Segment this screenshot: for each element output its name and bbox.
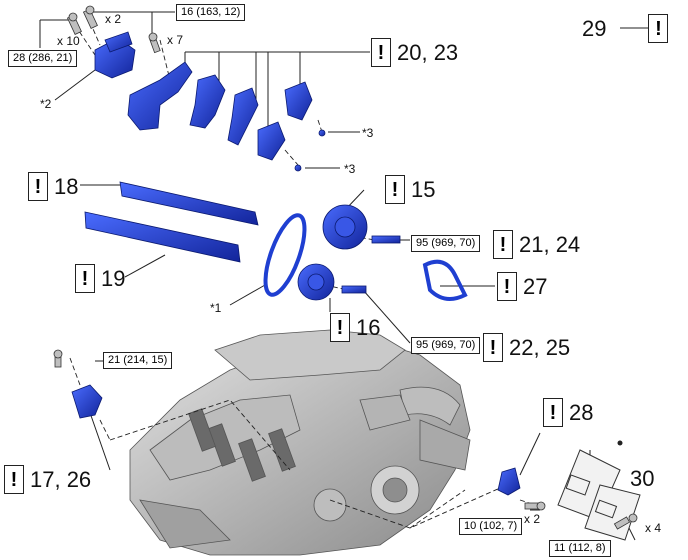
callout-18: ! 18	[28, 172, 78, 201]
callout-15-number: 15	[411, 176, 436, 202]
callout-28: ! 28	[543, 398, 593, 427]
torque-label-21: 21 (214, 15)	[103, 352, 173, 369]
gasket-30	[557, 449, 641, 541]
warning-icon: !	[4, 465, 24, 494]
quantity-x7: x 7	[167, 33, 184, 47]
note-star-1: *1	[210, 301, 222, 315]
callout-18-number: 18	[54, 173, 79, 199]
torque-label-10: 10 (102, 7)	[459, 518, 523, 535]
callout-30: 30	[630, 466, 655, 491]
warning-icon: !	[371, 38, 391, 67]
callout-17-26-number: 17, 26	[30, 466, 92, 492]
warning-icon: !	[28, 172, 48, 201]
quantity-x2-top: x 2	[105, 12, 122, 26]
torque-label-11: 11 (112, 8)	[549, 540, 611, 557]
warning-icon: !	[493, 230, 513, 259]
callout-20-23: ! 20, 23	[371, 38, 458, 67]
warning-icon: !	[543, 398, 563, 427]
warning-icon: !	[497, 272, 517, 301]
callout-17-26: ! 17, 26	[4, 465, 91, 494]
callout-19-number: 19	[101, 265, 126, 291]
callout-28-number: 28	[569, 399, 594, 425]
quantity-x2-bottom: x 2	[524, 512, 541, 526]
callout-27: ! 27	[497, 272, 547, 301]
callout-21-24: ! 21, 24	[493, 230, 580, 259]
torque-label-95-b: 95 (969, 70)	[411, 337, 481, 354]
callout-15: ! 15	[385, 175, 435, 204]
quantity-x4: x 4	[645, 521, 662, 535]
note-star-3-b: *3	[344, 162, 356, 176]
warning-icon: !	[330, 313, 350, 342]
callout-19: ! 19	[75, 264, 125, 293]
engine-assembly	[129, 329, 471, 556]
torque-label-95-a: 95 (969, 70)	[411, 235, 481, 252]
callout-20-23-number: 20, 23	[397, 39, 459, 65]
callout-16-number: 16	[356, 314, 381, 340]
quantity-x10: x 10	[57, 34, 80, 48]
callout-27-number: 27	[523, 273, 548, 299]
callout-29: 29 !	[582, 14, 669, 43]
callout-22-25-number: 22, 25	[509, 334, 571, 360]
torque-label-28: 28 (286, 21)	[8, 50, 78, 67]
warning-icon: !	[648, 14, 669, 43]
chains	[263, 213, 468, 301]
callout-22-25: ! 22, 25	[483, 333, 570, 362]
callout-16: ! 16	[330, 313, 380, 342]
warning-icon: !	[483, 333, 503, 362]
blue-parts	[71, 31, 521, 496]
bolts-bottom	[53, 349, 638, 530]
note-star-3-a: *3	[362, 126, 374, 140]
note-star-2: *2	[40, 97, 52, 111]
bolts-top	[66, 5, 161, 54]
callout-21-24-number: 21, 24	[519, 231, 581, 257]
torque-label-16: 16 (163, 12)	[176, 4, 246, 21]
warning-icon: !	[75, 264, 95, 293]
warning-icon: !	[385, 175, 405, 204]
callout-29-number: 29	[582, 15, 607, 41]
